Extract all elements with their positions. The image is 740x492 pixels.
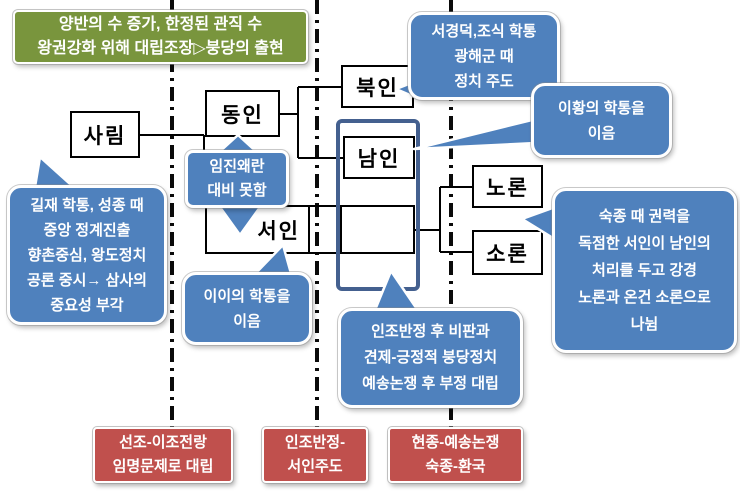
timeline-box-injobanjeong: 인조반정- 서인주도 — [262, 427, 368, 483]
cause-note: 양반의 수 증가, 한정된 관직 수 왕권강화 위해 대립조장▷붕당의 출현 — [13, 10, 308, 64]
connector-seoin-continuation — [310, 205, 341, 254]
bubble-line: 정치 주도 — [454, 72, 514, 90]
timeline-box-hyeonjong: 현종-예송논쟁 숙종-환국 — [388, 427, 523, 483]
bubble-line: 중요성 부각 — [50, 296, 124, 314]
timeline-line: 인조반정- — [284, 434, 346, 451]
box-seoin-label: 서인 — [257, 219, 300, 243]
namin-seoin-highlight-rect — [336, 119, 420, 291]
bubble-line: 이이의 학통을 — [203, 287, 291, 305]
ihwang-bubble-tail — [412, 117, 538, 151]
cause-note-line: 양반의 수 증가, 한정된 관직 수 — [58, 16, 263, 33]
bubble-line: 예송논쟁 후 부정 대립 — [362, 375, 499, 392]
bubble-line: 숙종 때 권력을 — [598, 208, 691, 225]
timeline-line: 서인주도 — [287, 458, 343, 475]
timeline-box-seonjo: 선조-이조전랑 임명문제로 대립 — [93, 427, 233, 483]
bubble-line: 임진왜란 — [209, 158, 265, 175]
box-sarim: 사림 — [70, 111, 140, 158]
bubble-line: 길재 학통, 성종 때 — [30, 196, 144, 214]
cause-note-line: 왕권강화 위해 대립조장▷붕당의 출현 — [37, 40, 284, 57]
bubble-line: 인조반정 후 비판과 — [371, 323, 490, 340]
timeline-line: 현종-예송논쟁 — [411, 434, 500, 451]
bubble-line: 광해군 때 — [454, 47, 514, 65]
box-soron-label: 소론 — [486, 242, 529, 266]
box-soron: 소론 — [472, 230, 543, 275]
bubble-line: 이황의 학통을 — [558, 99, 645, 117]
bubble-line: 견제-긍정적 붕당정치 — [363, 349, 498, 366]
bubble-seogyeongdeok: 서경덕,조식 학통 광해군 때 정치 주도 — [408, 12, 560, 100]
box-namin: 남인 — [343, 136, 415, 179]
box-bukin: 북인 — [341, 65, 414, 108]
bubble-line: 중앙 정계진출 — [43, 221, 131, 239]
timeline-line: 임명문제로 대립 — [112, 458, 214, 475]
bubble-ii: 이이의 학통을 이음 — [182, 272, 312, 345]
timeline-line: 선조-이조전랑 — [119, 434, 207, 451]
timeline-line: 숙종-환국 — [425, 458, 486, 475]
bubble-sukjong: 숙종 때 권력을 독점한 서인이 남인의 처리를 두고 강경 노론과 온건 소론… — [552, 188, 737, 353]
box-noron: 노론 — [472, 165, 543, 208]
bubble-gilje: 길재 학통, 성종 때 중앙 정계진출 향촌중심, 왕도정치 공론 중시→ 삼사… — [7, 185, 167, 325]
bubble-line: 나뉨 — [630, 316, 659, 333]
bubble-ihwang: 이황의 학통을 이음 — [531, 83, 672, 158]
box-dongin: 동인 — [205, 90, 280, 137]
connector-dongin-fork — [280, 86, 344, 159]
bubble-line: 향촌중심, 왕도정치 — [27, 246, 147, 264]
box-noron-label: 노론 — [486, 176, 529, 200]
connector-seoin-fork — [414, 186, 473, 253]
bubble-line: 공론 중시→ 삼사의 — [27, 271, 147, 289]
bubble-line: 대비 못함 — [207, 182, 267, 199]
box-sarim-label: 사림 — [83, 124, 127, 148]
box-dongin-label: 동인 — [221, 103, 264, 127]
bubble-imjin: 임진왜란 대비 못함 — [185, 150, 289, 208]
box-namin-label: 남인 — [357, 147, 401, 171]
box-seoin-extension — [340, 205, 415, 254]
bubble-injo: 인조반정 후 비판과 견제-긍정적 붕당정치 예송논쟁 후 부정 대립 — [338, 308, 523, 408]
bubble-line: 이음 — [587, 124, 616, 142]
bubble-line: 노론과 온건 소론으로 — [578, 289, 711, 306]
bubble-line: 서경덕,조식 학통 — [431, 22, 537, 40]
bubble-line: 독점한 서인이 남인의 — [578, 235, 711, 252]
bubble-line: 처리를 두고 강경 — [592, 262, 697, 279]
bubble-line: 이음 — [233, 312, 261, 330]
box-bukin-label: 북인 — [356, 76, 399, 100]
